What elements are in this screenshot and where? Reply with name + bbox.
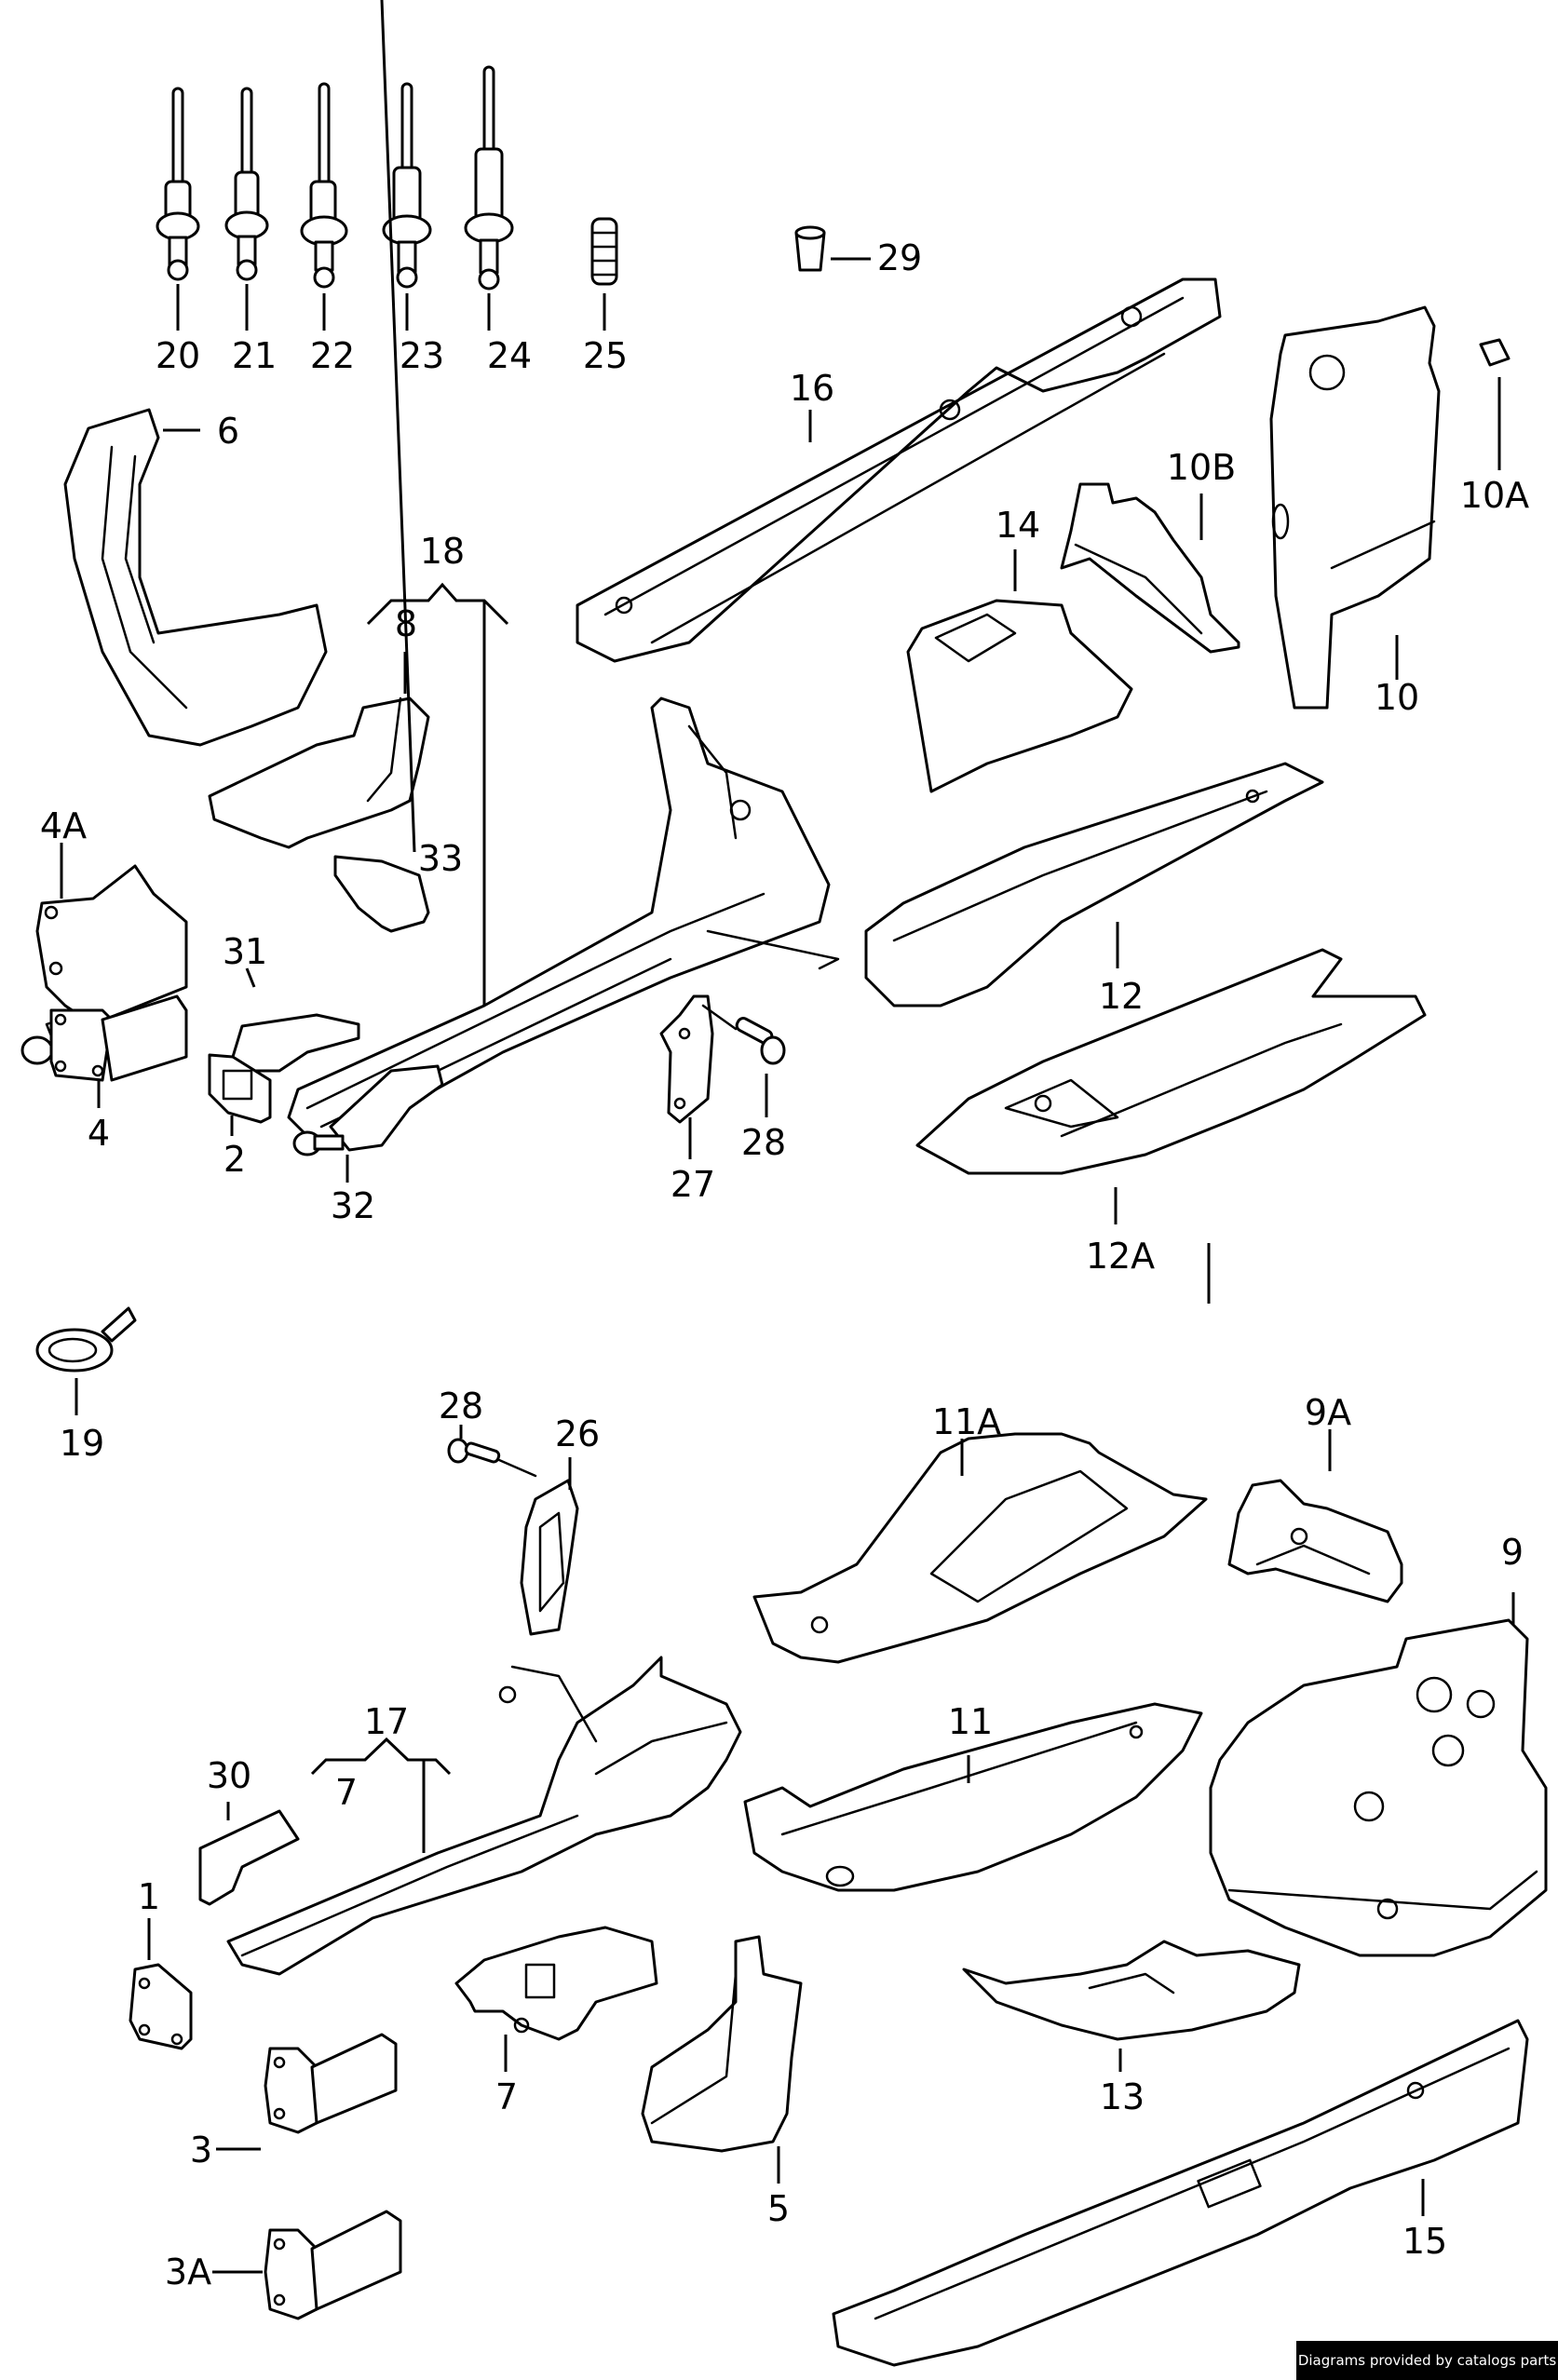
callout-10A[interactable]: 10A bbox=[1460, 475, 1529, 516]
rivet-20[interactable] bbox=[156, 87, 200, 331]
bracket-30[interactable] bbox=[198, 1802, 300, 1906]
callout-3[interactable]: 3 bbox=[190, 2130, 212, 2170]
floor-member-11A[interactable] bbox=[752, 1432, 1208, 1664]
callout-26[interactable]: 26 bbox=[555, 1413, 600, 1454]
reinforcement-31[interactable] bbox=[231, 967, 360, 1073]
callout-24[interactable]: 24 bbox=[487, 335, 532, 376]
callout-8[interactable]: 8 bbox=[395, 603, 417, 644]
crash-box-3[interactable] bbox=[216, 2033, 398, 2151]
callout-6[interactable]: 6 bbox=[217, 411, 239, 452]
callout-12[interactable]: 12 bbox=[1099, 976, 1144, 1017]
callout-32[interactable]: 32 bbox=[331, 1185, 375, 1226]
callout-labels: 20 21 22 23 24 25 29 16 6 18 8 14 10B 10… bbox=[40, 237, 1529, 2292]
bracket-7[interactable] bbox=[454, 1926, 658, 2072]
wheelhouse-9[interactable] bbox=[1209, 1592, 1548, 1957]
callout-4A[interactable]: 4A bbox=[40, 805, 87, 846]
floor-member-12A[interactable] bbox=[915, 948, 1427, 1224]
callout-29[interactable]: 29 bbox=[877, 237, 922, 278]
clip-10A[interactable] bbox=[1479, 338, 1511, 470]
callout-4[interactable]: 4 bbox=[88, 1113, 110, 1154]
bracket-8[interactable] bbox=[208, 652, 430, 849]
plate-1[interactable] bbox=[129, 1918, 193, 2050]
plate-2[interactable] bbox=[208, 1053, 272, 1136]
callout-9A[interactable]: 9A bbox=[1305, 1392, 1351, 1433]
tow-eye-19[interactable] bbox=[35, 1306, 137, 1415]
callout-1[interactable]: 1 bbox=[138, 1876, 160, 1917]
callout-10B[interactable]: 10B bbox=[1167, 447, 1236, 488]
plate-26[interactable] bbox=[520, 1457, 579, 1636]
callout-20[interactable]: 20 bbox=[156, 335, 200, 376]
callout-12A[interactable]: 12A bbox=[1086, 1236, 1155, 1277]
rivet-22[interactable] bbox=[300, 82, 348, 331]
rivet-23[interactable] bbox=[382, 82, 432, 331]
longitudinal-member-16[interactable] bbox=[576, 277, 1222, 663]
callout-15[interactable]: 15 bbox=[1402, 2221, 1447, 2262]
bracket-10B[interactable] bbox=[1060, 482, 1240, 654]
pillar-5[interactable] bbox=[641, 1935, 803, 2184]
callout-16[interactable]: 16 bbox=[790, 368, 834, 409]
plate-27[interactable] bbox=[659, 994, 714, 1159]
callout-19[interactable]: 19 bbox=[60, 1423, 104, 1464]
nut-29[interactable] bbox=[794, 225, 871, 272]
tow-bracket-32[interactable] bbox=[292, 1064, 444, 1183]
panel-14[interactable] bbox=[906, 549, 1133, 793]
callout-14[interactable]: 14 bbox=[996, 505, 1040, 546]
callout-21[interactable]: 21 bbox=[232, 335, 277, 376]
rivet-21[interactable] bbox=[224, 87, 269, 331]
callout-33[interactable]: 33 bbox=[418, 838, 463, 879]
callout-bracket-17 bbox=[310, 1737, 452, 1853]
callout-11A[interactable]: 11A bbox=[932, 1401, 1001, 1442]
callout-11[interactable]: 11 bbox=[948, 1701, 993, 1742]
callout-7-lower[interactable]: 7 bbox=[495, 2076, 518, 2117]
callout-30[interactable]: 30 bbox=[207, 1755, 251, 1796]
crash-box-3A[interactable] bbox=[212, 2210, 402, 2320]
callout-25[interactable]: 25 bbox=[583, 335, 628, 376]
diagram-credit-banner: Diagrams provided by catalogs parts bbox=[1296, 2341, 1558, 2380]
pillar-10[interactable] bbox=[1269, 305, 1441, 710]
callout-17[interactable]: 17 bbox=[364, 1701, 409, 1742]
callout-7-upper[interactable]: 7 bbox=[335, 1772, 358, 1813]
bracket-9A[interactable] bbox=[1227, 1429, 1403, 1603]
callout-28-upper[interactable]: 28 bbox=[741, 1122, 786, 1163]
callout-31[interactable]: 31 bbox=[223, 931, 267, 972]
callout-9[interactable]: 9 bbox=[1501, 1532, 1524, 1573]
callout-22[interactable]: 22 bbox=[310, 335, 355, 376]
floor-member-12[interactable] bbox=[864, 762, 1324, 1007]
sill-member-15[interactable] bbox=[832, 2019, 1529, 2367]
callout-27[interactable]: 27 bbox=[671, 1164, 715, 1205]
callout-28-lower[interactable]: 28 bbox=[439, 1386, 483, 1427]
sleeve-25[interactable] bbox=[590, 217, 618, 331]
callout-18[interactable]: 18 bbox=[420, 531, 465, 572]
callout-3A[interactable]: 3A bbox=[165, 2252, 211, 2292]
crash-box-4[interactable] bbox=[49, 994, 188, 1108]
credit-text: Diagrams provided by catalogs parts bbox=[1297, 2352, 1557, 2369]
callout-2[interactable]: 2 bbox=[224, 1139, 246, 1180]
callout-10[interactable]: 10 bbox=[1375, 677, 1419, 718]
callout-13[interactable]: 13 bbox=[1100, 2076, 1145, 2117]
panel-13[interactable] bbox=[962, 1940, 1301, 2072]
bracket-33[interactable] bbox=[333, 0, 430, 933]
bolt-28-upper[interactable] bbox=[701, 1004, 786, 1117]
rivet-24[interactable] bbox=[464, 65, 514, 331]
callout-23[interactable]: 23 bbox=[400, 335, 444, 376]
longitudinal-member-17[interactable] bbox=[226, 1656, 742, 1976]
callout-5[interactable]: 5 bbox=[767, 2188, 790, 2229]
bracket-6[interactable] bbox=[63, 408, 328, 747]
floor-member-11[interactable] bbox=[743, 1702, 1203, 1892]
callout-bracket-18 bbox=[366, 582, 509, 1015]
bolt-28-lower[interactable] bbox=[447, 1425, 537, 1478]
